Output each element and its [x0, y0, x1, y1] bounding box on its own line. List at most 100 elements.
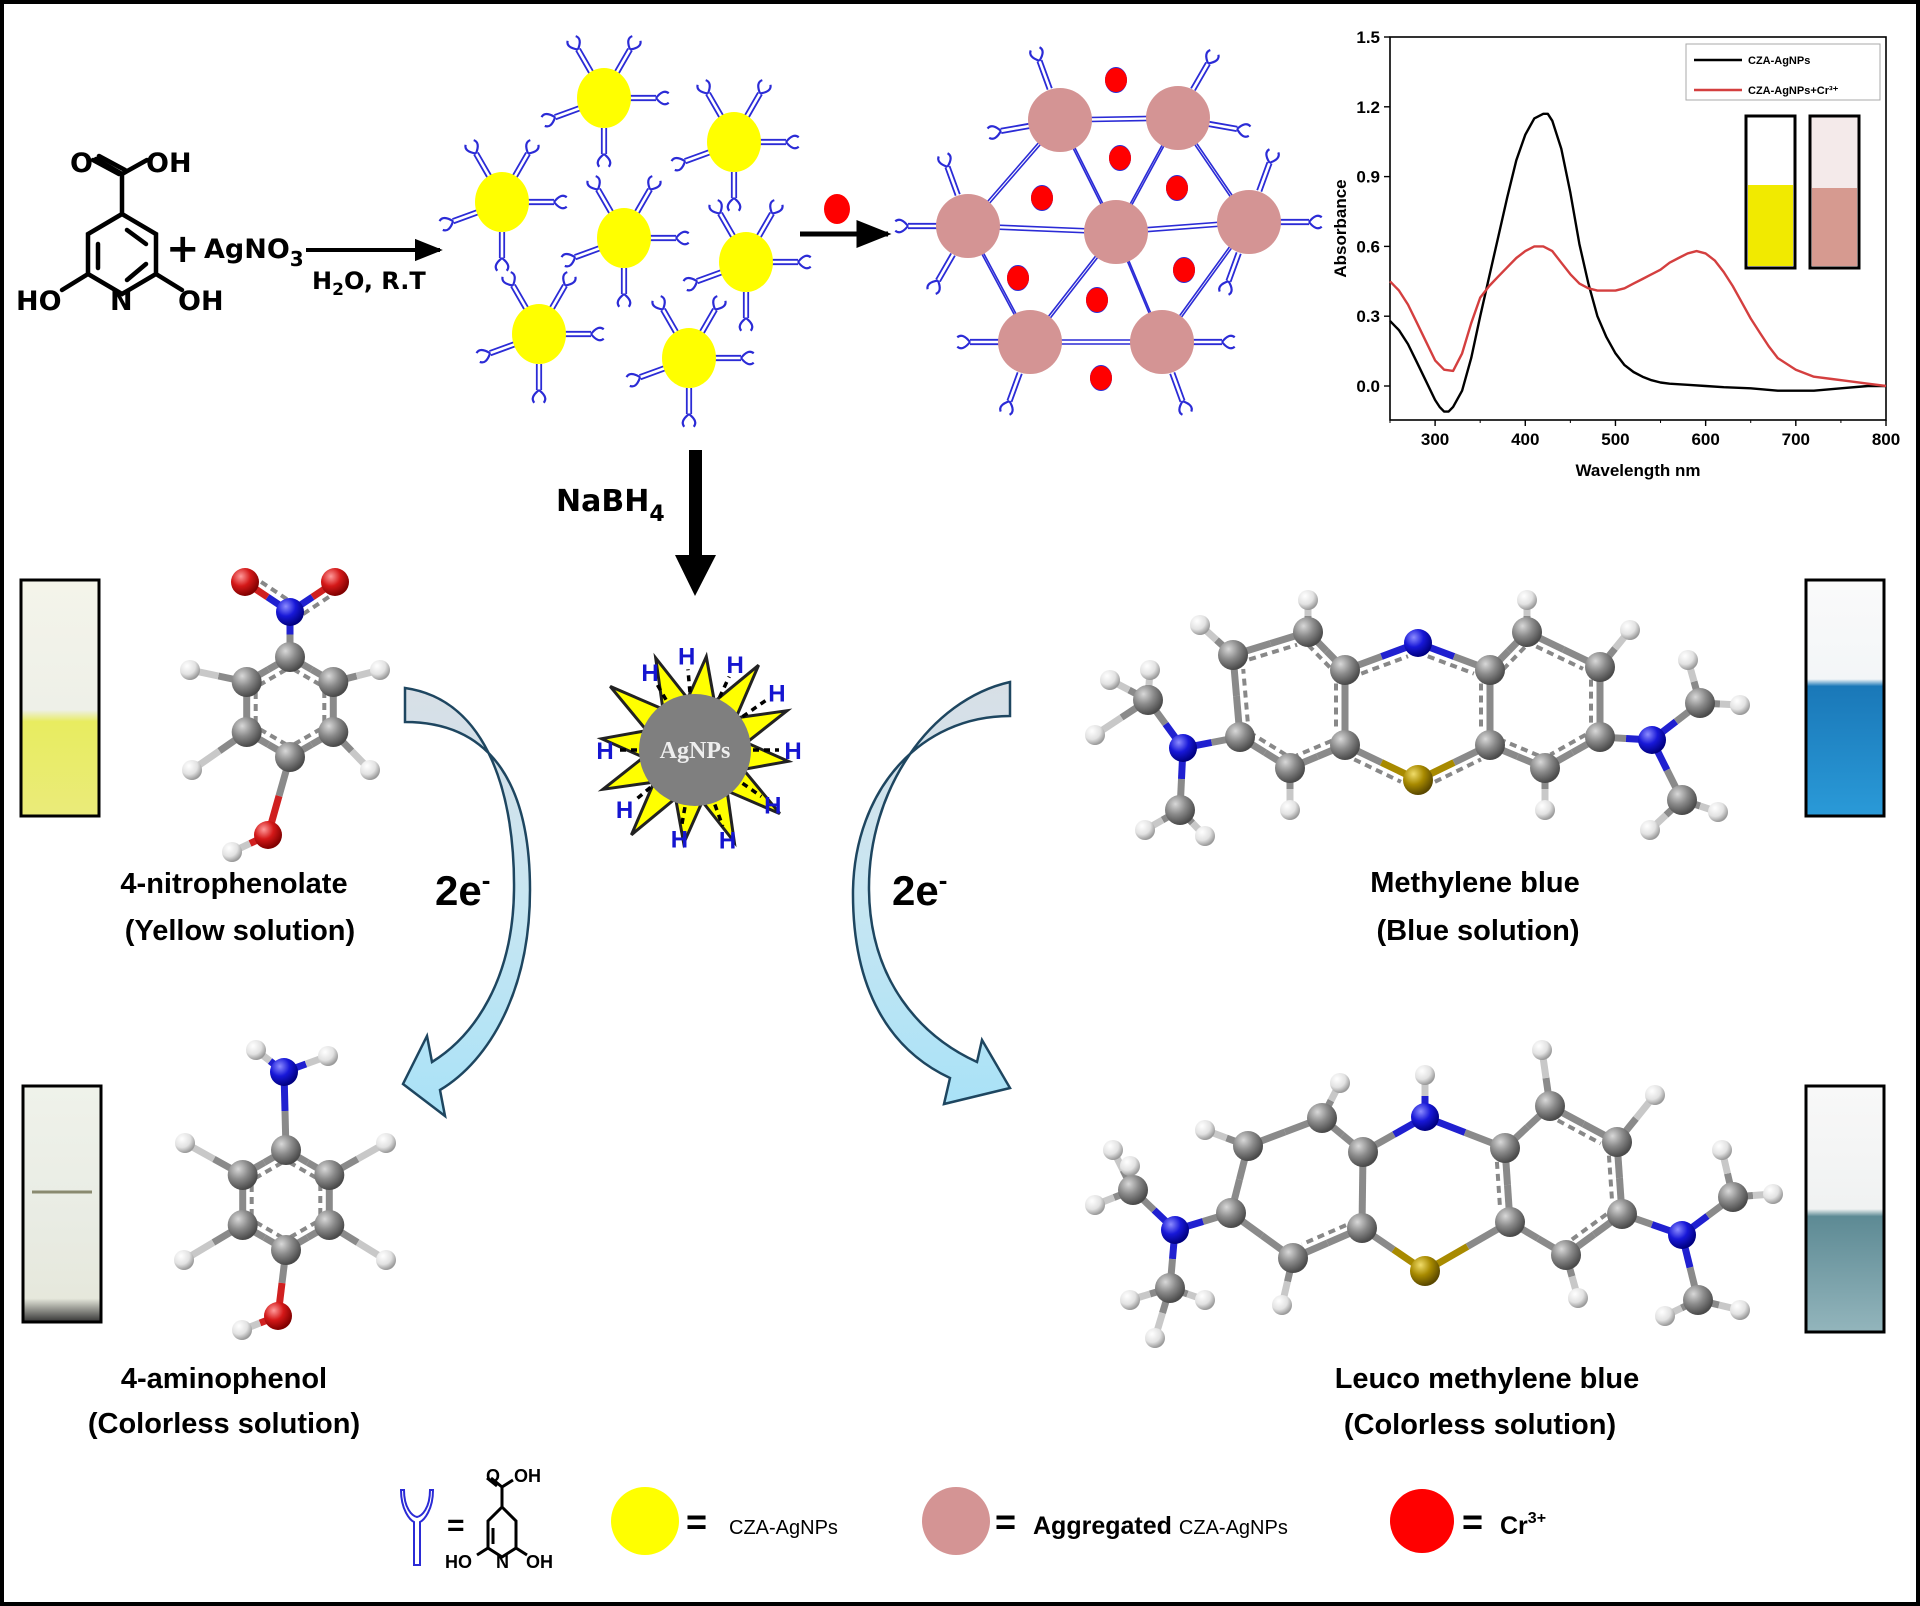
aggregated-particle [998, 310, 1062, 374]
y-tick-label: 1.2 [1356, 98, 1380, 117]
ligand-arm [477, 151, 492, 176]
ligand-fork [590, 326, 605, 342]
atom-h [1085, 725, 1105, 745]
atom-h [1640, 820, 1660, 840]
atom-h [1330, 1073, 1350, 1093]
atom-s [1410, 1256, 1440, 1286]
aromatic-bond [288, 1160, 319, 1181]
atom-c [271, 1135, 301, 1165]
ligand-arm [1000, 122, 1031, 130]
aromatic-bond [1569, 1212, 1608, 1242]
vial-aminophenol [21, 1084, 103, 1324]
agno3-label: AgNO3 [204, 234, 304, 271]
ligand-fork [956, 334, 971, 350]
atom-n [1411, 1103, 1439, 1131]
atom-c [231, 667, 262, 697]
ligand-fork [625, 372, 642, 388]
aggregated-agnps-network [894, 46, 1323, 416]
cr-ion [1105, 68, 1127, 92]
aromatic-bond [1248, 642, 1298, 662]
atom-o [321, 568, 349, 596]
hydride-bond [741, 781, 763, 798]
atom-n [276, 598, 304, 626]
legend-ligand-ho: HO [445, 1552, 472, 1572]
label-methylene-blue: Methylene blue [1370, 867, 1580, 899]
aggregated-particle [1028, 88, 1092, 152]
cr-ion [1031, 186, 1053, 210]
atom-h [1730, 1300, 1750, 1320]
ligand-fork [726, 197, 742, 212]
legend-yellow-equals: = [686, 1501, 707, 1542]
aromatic-bond [1501, 643, 1529, 671]
aggregated-particle [936, 194, 1000, 258]
y-tick-label: 0.9 [1356, 168, 1380, 187]
ligand-fork [894, 218, 909, 234]
ligand-arm [514, 283, 529, 308]
aminophenol-molecule [174, 1040, 396, 1340]
aromatic-bond [1241, 668, 1250, 722]
atom-o [231, 568, 259, 596]
atom-h [376, 1250, 396, 1270]
aromatic-bond [1549, 732, 1587, 757]
ligand-arm [1207, 125, 1237, 132]
cr-ion [1090, 366, 1112, 390]
atom-h [1195, 1290, 1215, 1310]
atom-c [1530, 753, 1560, 783]
reactant-acid-oh: OH [146, 148, 192, 179]
agnp-particle [707, 112, 761, 172]
series-line-cza-agnps-cr [1389, 245, 1887, 388]
atom-n [1161, 1216, 1189, 1244]
legend-entry: CZA-AgNPs+Cr³⁺ [1748, 85, 1839, 97]
x-tick-label: 500 [1601, 430, 1629, 449]
legend-ligand-equals: = [447, 1509, 465, 1542]
ligand-fork [566, 35, 581, 51]
atom-n [1668, 1221, 1696, 1249]
legend-yellow-label: CZA-AgNPs [729, 1517, 838, 1539]
atom-h [180, 660, 200, 680]
atom-h [370, 660, 390, 680]
atom-h [1272, 1295, 1292, 1315]
ligand-fork [596, 153, 612, 168]
atom-c [318, 717, 349, 747]
agnp-particle [662, 328, 716, 388]
ligand-arm [721, 211, 736, 236]
atom-c [1133, 685, 1163, 715]
atom-h [232, 1320, 252, 1340]
atom-c [1330, 655, 1360, 685]
atom-c [1667, 785, 1697, 815]
desc-methylene-blue: (Blue solution) [1377, 915, 1580, 947]
ligand-fork [586, 175, 601, 191]
y-tick-label: 1.5 [1356, 28, 1380, 47]
legend-ligand-structure [476, 1476, 528, 1559]
atom-c [1602, 1127, 1632, 1157]
ligand-fork [1178, 400, 1193, 416]
atom-c [1118, 1175, 1148, 1205]
ligand-fork [1205, 49, 1220, 65]
legend-aggregated-equals: = [995, 1501, 1016, 1542]
atom-c [1475, 730, 1505, 760]
atom-n [1404, 629, 1432, 657]
label-aminophenol: 4-aminophenol [121, 1363, 327, 1395]
aromatic-bond [1494, 1161, 1503, 1210]
reactant-carbonyl-o: O [70, 148, 93, 179]
ligand-arm [1169, 373, 1182, 403]
agnp-particle [597, 208, 651, 268]
x-tick-label: 700 [1782, 430, 1810, 449]
atom-c [1585, 652, 1615, 682]
agnp-particle [719, 232, 773, 292]
ligand-fork [475, 348, 492, 364]
agnp-particle [512, 304, 566, 364]
ligand-arm [1225, 251, 1238, 281]
atom-n [270, 1058, 298, 1086]
legend-yellow-agnp-swatch [611, 1487, 679, 1555]
atom-h [1135, 820, 1155, 840]
ligand-fork [937, 152, 952, 168]
atom-n [1169, 734, 1197, 762]
cr-ion [1173, 258, 1195, 282]
ligand-arm [618, 50, 633, 74]
atom-h [1678, 650, 1698, 670]
ligand-fork [769, 199, 784, 215]
atom-h [1415, 1065, 1435, 1085]
atom-c [1551, 1240, 1581, 1270]
